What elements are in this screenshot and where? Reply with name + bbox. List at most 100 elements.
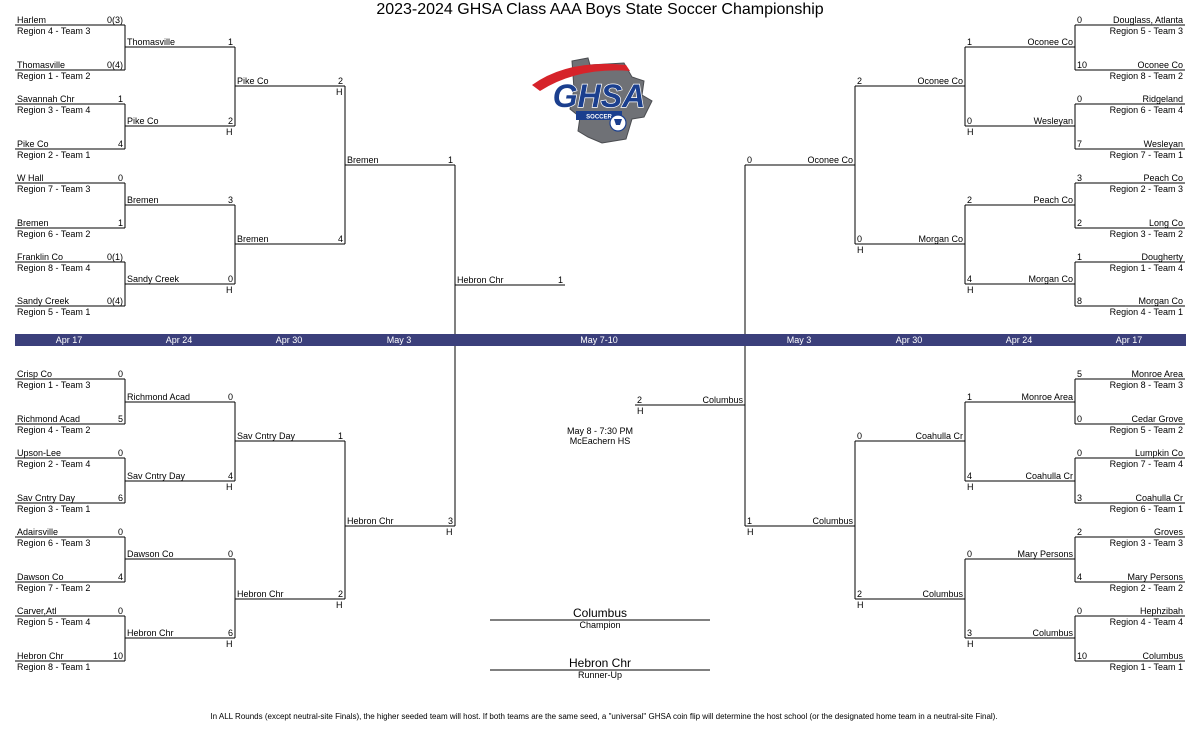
host-marker: H [967,285,974,295]
team-score: 0 [1077,94,1083,104]
team-score: 0 [117,448,123,458]
region-seed: Region 6 - Team 1 [1109,504,1183,514]
date-left-round1: Apr 17 [55,335,83,345]
team-name: Coahulla Cr [1135,493,1183,503]
host-marker: H [857,600,864,610]
region-seed: Region 4 - Team 2 [17,425,91,435]
host-marker: H [967,127,974,137]
team-name: Long Co [1148,218,1183,228]
team-score: 0 [747,155,753,165]
team-name: Bremen [237,234,269,244]
team-score: 1 [117,218,123,228]
team-name: Sandy Creek [127,274,180,284]
date-final: May 7-10 [580,335,618,345]
team-score: 1 [227,37,233,47]
host-marker: H [226,639,233,649]
team-score: 6 [227,628,233,638]
host-marker: H [967,639,974,649]
team-name: Upson-Lee [17,448,62,458]
team-name: Carver,Atl [17,606,57,616]
team-score: 2 [857,76,863,86]
team-score: 7 [1077,139,1083,149]
team-name: Columbus [812,516,853,526]
team-score: 4 [337,234,343,244]
team-score: 2 [857,589,863,599]
team-score: 0 [1077,448,1083,458]
champion-label: Champion [579,620,621,630]
team-name: Dawson Co [17,572,64,582]
team-score: 1 [747,516,753,526]
region-seed: Region 1 - Team 2 [17,71,91,81]
team-name: Columbus [1142,651,1183,661]
team-score: 0 [857,234,863,244]
team-name: Coahulla Cr [915,431,963,441]
region-seed: Region 8 - Team 3 [1109,380,1183,390]
runner-up-team: Hebron Chr [568,656,632,670]
team-score: 1 [337,431,343,441]
team-name: Thomasville [127,37,176,47]
team-score: 4 [227,471,233,481]
team-name: Wesleyan [1143,139,1183,149]
team-score: 8 [1077,296,1083,306]
host-marker: H [336,87,343,97]
team-name: Richmond Acad [127,392,191,402]
team-score: 2 [337,589,343,599]
team-score: 0 [117,369,123,379]
region-seed: Region 7 - Team 3 [17,184,91,194]
team-score: 1 [1077,252,1083,262]
date-right-round3: Apr 30 [895,335,923,345]
final-venue: McEachern HS [569,436,631,446]
team-name: Monroe Area [1131,369,1183,379]
team-name: Columbus [702,395,743,405]
team-score: 10 [1077,651,1088,661]
date-left-semifinal: May 3 [386,335,412,345]
region-seed: Region 8 - Team 2 [1109,71,1183,81]
team-score: 0(3) [106,15,123,25]
team-score: 2 [967,195,973,205]
region-seed: Region 3 - Team 2 [1109,229,1183,239]
team-score: 3 [227,195,233,205]
region-seed: Region 4 - Team 1 [1109,307,1183,317]
team-score: 0 [1077,606,1083,616]
team-name: Pike Co [127,116,159,126]
team-score: 2 [337,76,343,86]
team-name: Columbus [922,589,963,599]
team-name: Cedar Grove [1131,414,1183,424]
team-score: 0(4) [106,296,123,306]
host-marker: H [857,245,864,255]
team-name: Sav Cntry Day [237,431,296,441]
region-seed: Region 2 - Team 1 [17,150,91,160]
region-seed: Region 2 - Team 3 [1109,184,1183,194]
team-score: 0 [967,549,973,559]
team-name: Crisp Co [17,369,53,379]
team-name: Hebron Chr [457,275,504,285]
team-name: Dawson Co [127,549,174,559]
team-score: 4 [967,274,973,284]
region-seed: Region 2 - Team 2 [1109,583,1183,593]
ghsa-soccer-logo: GHSA SOCCER [532,57,653,144]
team-score: 0 [967,116,973,126]
team-score: 0 [1077,15,1083,25]
team-score: 6 [117,493,123,503]
team-score: 3 [1077,493,1083,503]
team-name: Hebron Chr [347,516,394,526]
team-name: Wesleyan [1033,116,1073,126]
team-name: W Hall [17,173,44,183]
team-name: Hebron Chr [127,628,174,638]
team-score: 1 [967,37,973,47]
team-score: 10 [1077,60,1088,70]
team-name: Ridgeland [1142,94,1183,104]
team-score: 2 [637,395,643,405]
team-name: Pike Co [17,139,49,149]
team-name: Mary Persons [1017,549,1073,559]
team-score: 1 [447,155,453,165]
team-name: Pike Co [237,76,269,86]
team-score: 5 [117,414,123,424]
team-score: 3 [1077,173,1083,183]
region-seed: Region 8 - Team 1 [17,662,91,672]
team-score: 4 [967,471,973,481]
team-score: 10 [112,651,123,661]
host-marker: H [446,527,453,537]
logo-subtext: SOCCER [586,115,612,121]
round-dates-bar: Apr 17 Apr 24 Apr 30 May 3 May 7-10 May … [15,334,1186,346]
